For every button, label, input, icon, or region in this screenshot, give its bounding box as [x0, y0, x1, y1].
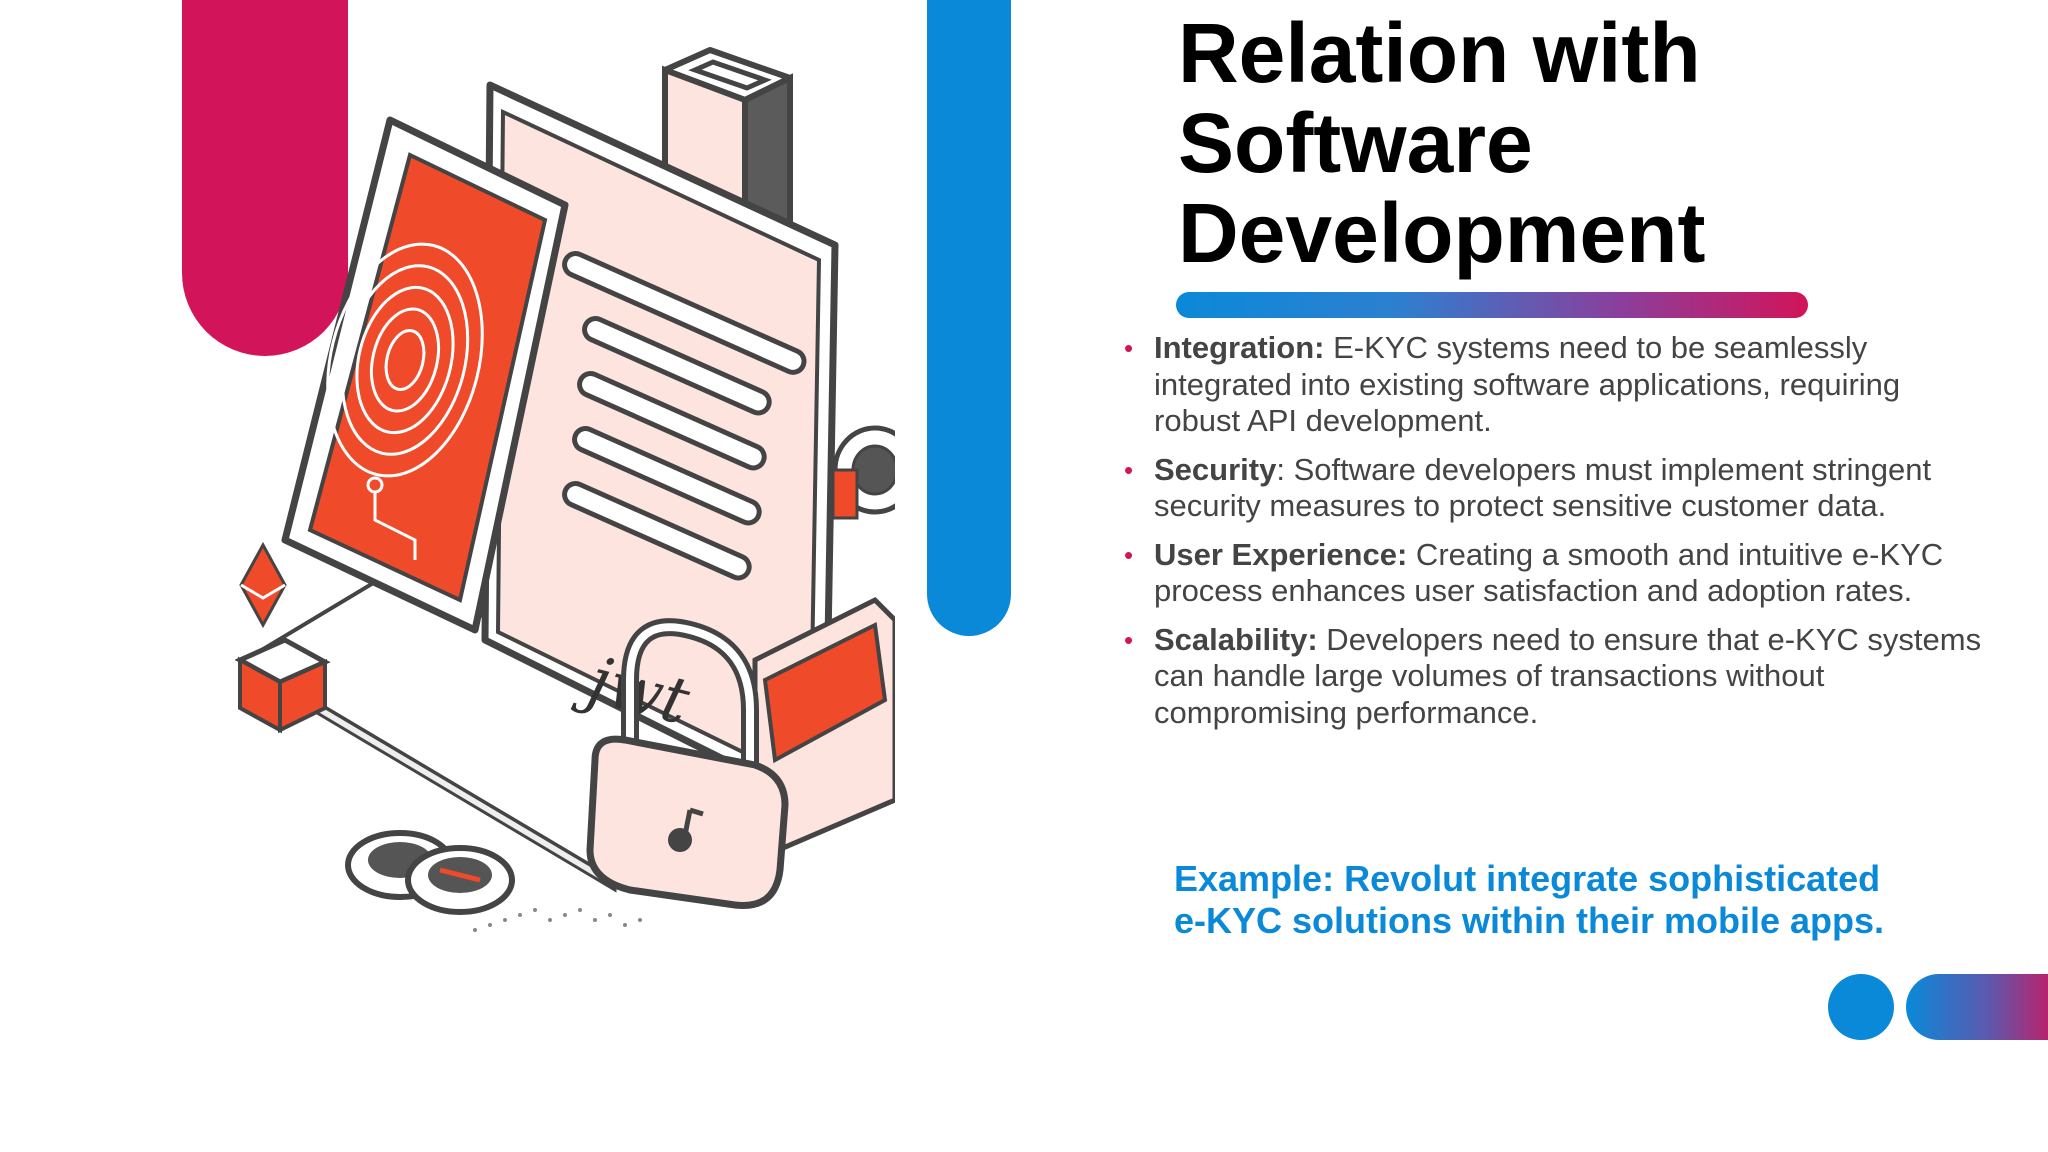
decorative-magenta-pill — [182, 0, 348, 356]
bullet-term: Integration: — [1154, 330, 1325, 365]
bullet-item-user-experience: • User Experience: Creating a smooth and… — [1122, 537, 1982, 610]
bullet-item-security: • Security: Software developers must imp… — [1122, 452, 1982, 525]
document-icon: jwt — [481, 81, 839, 814]
coin-icon — [831, 425, 895, 520]
title-line: Development — [1178, 186, 1706, 280]
bullet-term: Scalability: — [1154, 621, 1318, 657]
coin-stack — [345, 830, 515, 915]
bullet-text: Developers need to ensure that e-KYC sys… — [1154, 621, 1982, 730]
bullet-dot-icon: • — [1124, 624, 1134, 655]
decorative-blue-dot — [1828, 974, 1894, 1040]
bullet-term: User Experience: — [1154, 536, 1408, 572]
phone-icon — [281, 116, 569, 634]
fingerprint-icon — [326, 242, 484, 478]
bullet-dot-icon: • — [1124, 539, 1134, 570]
decorative-gradient-pill — [1906, 974, 2048, 1040]
bullet-dot-icon: • — [1124, 454, 1134, 485]
bullet-text: : Software developers must implement str… — [1154, 451, 1932, 524]
ethereum-icon — [239, 541, 287, 629]
decorative-blue-pill — [927, 0, 1011, 636]
title-underline-bar — [1176, 292, 1808, 318]
bullet-dot-icon: • — [1124, 333, 1134, 363]
example-line: e-KYC solutions within their mobile apps… — [1174, 900, 1885, 941]
bullet-item-integration: • Integration: E-KYC systems need to be … — [1122, 330, 1982, 440]
ekyc-illustration: jwt — [235, 47, 895, 932]
title-line: Relation with — [1178, 6, 1701, 100]
bullet-text: E-KYC systems need to be seamlessly inte… — [1154, 330, 1901, 438]
example-line: Example: Revolut integrate sophisticated — [1174, 858, 1881, 899]
dot-pattern — [473, 908, 642, 932]
padlock-icon — [586, 618, 789, 910]
bullet-list: • Integration: E-KYC systems need to be … — [1122, 330, 1982, 743]
bullet-text: Creating a smooth and intuitive e-KYC pr… — [1154, 536, 1944, 609]
bullet-item-scalability: • Scalability: Developers need to ensure… — [1122, 622, 1982, 732]
tower-block — [662, 47, 793, 265]
slide-title: Relation with Software Development — [1178, 8, 1998, 278]
bullet-term: Security — [1154, 451, 1277, 487]
cube-block — [235, 637, 331, 734]
example-callout: Example: Revolut integrate sophisticated… — [1174, 858, 1994, 942]
title-line: Software — [1178, 96, 1533, 190]
